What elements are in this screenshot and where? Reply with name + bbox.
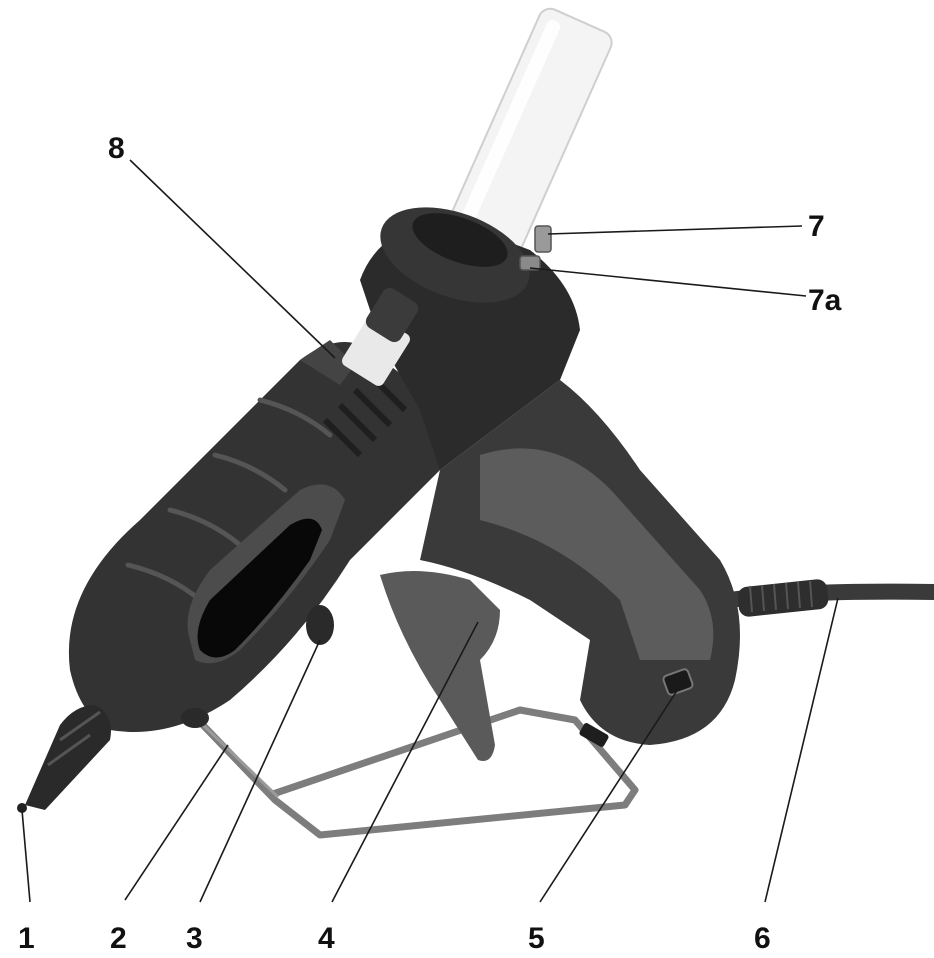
leader-lines bbox=[21, 159, 839, 903]
callout-label-1: 1 bbox=[18, 922, 35, 953]
callout-label-8: 8 bbox=[108, 132, 125, 165]
callout-label-4: 4 bbox=[318, 922, 335, 953]
leader-1 bbox=[21, 809, 31, 903]
callout-label-7: 7 bbox=[808, 210, 825, 243]
callout-label-6: 6 bbox=[754, 922, 771, 953]
power-cable bbox=[722, 579, 934, 617]
callout-label-7a: 7a bbox=[808, 284, 842, 317]
leader-8 bbox=[129, 159, 336, 359]
leader-6 bbox=[764, 597, 839, 903]
leader-7 bbox=[547, 225, 803, 235]
gun-body bbox=[17, 207, 740, 813]
leader-4 bbox=[331, 621, 479, 903]
leader-2 bbox=[124, 744, 229, 901]
wire-stand bbox=[197, 706, 639, 839]
callout-label-2: 2 bbox=[110, 922, 127, 953]
callout-label-5: 5 bbox=[528, 922, 545, 953]
callout-labels: 1 2 3 4 5 6 7 7a 8 bbox=[18, 132, 842, 955]
leader-5 bbox=[539, 685, 681, 903]
callout-label-3: 3 bbox=[186, 922, 203, 953]
leader-3 bbox=[199, 639, 321, 903]
leader-7a bbox=[529, 267, 807, 297]
